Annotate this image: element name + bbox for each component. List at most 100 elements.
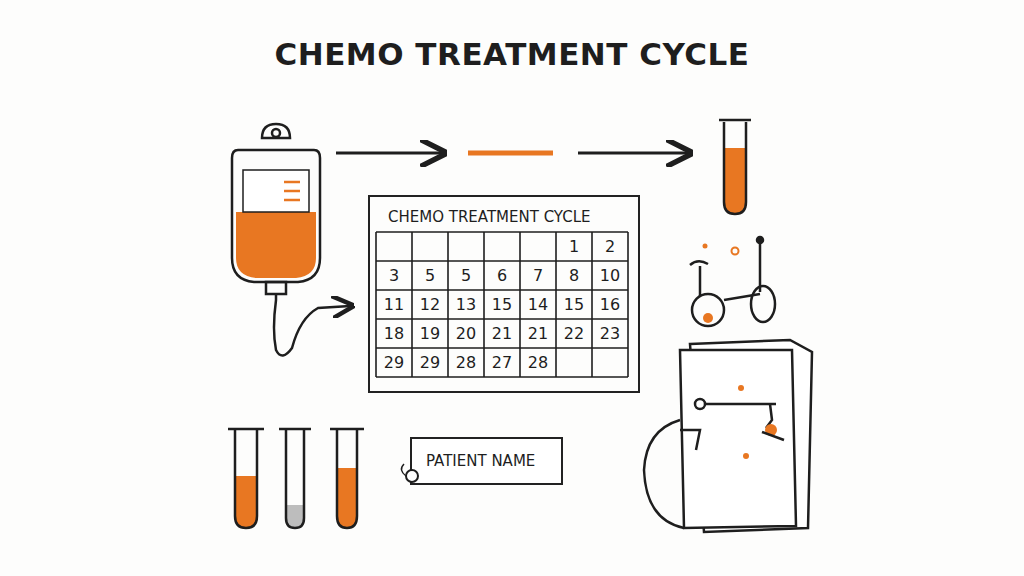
calendar-day: 21 (520, 319, 556, 348)
flow-arrow (336, 152, 442, 155)
iv-hanger (262, 124, 290, 138)
calendar-day: 11 (376, 290, 412, 319)
grid-line (376, 318, 628, 320)
calendar-day: 3 (376, 261, 412, 290)
orange-dash (468, 151, 553, 156)
calendar-grid (376, 232, 628, 377)
orange-dot (743, 453, 749, 459)
tag-label: PATIENT NAME (426, 452, 535, 470)
iv-tick (284, 181, 300, 184)
tube-fluid (724, 148, 746, 214)
grid-line (411, 232, 413, 377)
calendar-day: 16 (592, 290, 628, 319)
apparatus-flask (692, 294, 724, 326)
diagram-title: CHEMO TREATMENT CYCLE (0, 36, 1024, 72)
apparatus-fluid (703, 313, 713, 323)
calendar-day: 29 (376, 348, 412, 377)
calendar-day: 18 (376, 319, 412, 348)
calendar-day: 5 (448, 261, 484, 290)
iv-tick (284, 199, 300, 202)
calendar-day: 1 (556, 232, 592, 261)
apparatus-clamp (690, 261, 708, 265)
calendar-day: 5 (412, 261, 448, 290)
grid-line (519, 232, 521, 377)
grid-line (555, 232, 557, 377)
calendar-day: 6 (484, 261, 520, 290)
tube-rim (279, 428, 311, 431)
apparatus-knob (757, 237, 763, 243)
apparatus-rod (759, 242, 762, 292)
tube-outline (235, 430, 257, 528)
calendar-day: 15 (484, 290, 520, 319)
tube-outline (724, 122, 746, 214)
calendar-day: 15 (556, 290, 592, 319)
calendar-day: 28 (520, 348, 556, 377)
tag-hole (406, 470, 418, 482)
calendar-day: 23 (592, 319, 628, 348)
test-tubes (228, 429, 364, 528)
calendar-day: 2 (592, 232, 628, 261)
iv-tick (284, 190, 300, 193)
folder-flap (680, 430, 700, 450)
iv-bag (232, 124, 350, 356)
grid-line (375, 232, 377, 377)
grid-line (376, 376, 628, 378)
folder-bag (644, 420, 684, 528)
tube-outline (337, 430, 357, 528)
calendar-day: 29 (412, 348, 448, 377)
calendar-heading: CHEMO TREATMENT CYCLE (388, 208, 591, 226)
folder-ring (695, 399, 705, 409)
apparatus-arm (724, 294, 760, 300)
calendar-day: 21 (484, 319, 520, 348)
calendar-day: 19 (412, 319, 448, 348)
calendar-day: 27 (484, 348, 520, 377)
grid-line (483, 232, 485, 377)
calendar-day: 22 (556, 319, 592, 348)
folder-clip (762, 432, 784, 440)
apparatus-loop (751, 286, 775, 322)
grid-line (591, 232, 593, 377)
calendar-day: 14 (520, 290, 556, 319)
calendar-day: 28 (448, 348, 484, 377)
iv-fluid (236, 212, 316, 278)
iv-hanger-hole (272, 129, 280, 137)
orange-dot (732, 248, 739, 255)
test-tube (719, 120, 751, 214)
tube-rim (330, 428, 364, 431)
tag-string (401, 464, 406, 476)
tube-fluid (235, 476, 257, 528)
iv-bag-outline (232, 150, 320, 282)
grid-line (376, 231, 628, 233)
grid-line (447, 232, 449, 377)
apparatus-neck (699, 266, 702, 296)
tube-fluid (337, 468, 357, 528)
grid-line (376, 260, 628, 262)
calendar-day: 12 (412, 290, 448, 319)
iv-label (243, 170, 309, 212)
iv-port (266, 282, 286, 294)
name-tag: PATIENT NAME (410, 437, 563, 485)
calendar-day: 13 (448, 290, 484, 319)
grid-line (627, 232, 629, 377)
iv-tube (274, 294, 350, 356)
orange-dot (703, 244, 708, 249)
tube-rim (228, 428, 264, 431)
lab-apparatus (690, 237, 775, 326)
tube-outline (286, 430, 304, 528)
tube-rim (719, 119, 751, 122)
grid-line (376, 347, 628, 349)
calendar-box: CHEMO TREATMENT CYCLE1235567810111213151… (368, 195, 640, 393)
calendar-day: 20 (448, 319, 484, 348)
calendar-day: 8 (556, 261, 592, 290)
patient-folder (644, 340, 812, 532)
orange-dot (738, 385, 744, 391)
folder-rail (700, 403, 776, 406)
flow-arrow (578, 152, 688, 155)
folder-front (680, 350, 796, 528)
calendar-day: 10 (592, 261, 628, 290)
grid-line (376, 289, 628, 291)
